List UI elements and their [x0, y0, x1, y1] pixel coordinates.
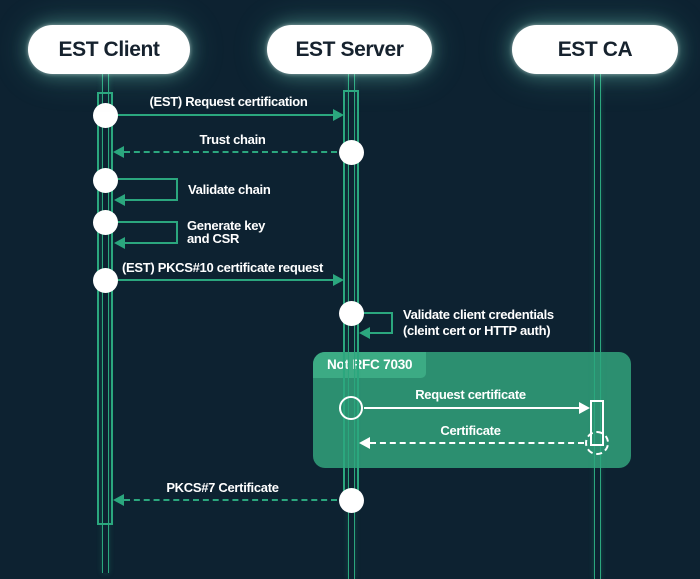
self-loop-generate-key — [117, 221, 178, 244]
message-label-validate-chain: Validate chain — [188, 182, 271, 197]
message-origin-dot — [93, 268, 118, 293]
arrowhead-left-icon — [113, 146, 124, 158]
lifeline-est-server — [348, 74, 355, 579]
message-label-validate-credentials: Validate client credentials (cleint cert… — [403, 307, 554, 339]
message-label-line1: Generate key — [187, 218, 266, 233]
message-label-line2: and CSR — [187, 231, 240, 246]
message-origin-dot — [339, 488, 364, 513]
arrowhead-left-icon — [359, 437, 370, 449]
message-origin-dot — [93, 168, 118, 193]
arrowhead-left-icon — [114, 194, 125, 206]
message-line-pkcs10-request — [117, 279, 333, 281]
message-label-request-certificate: Request certificate — [415, 387, 526, 402]
message-origin-dot — [339, 301, 364, 326]
message-origin-ring — [339, 396, 363, 420]
actor-label: EST CA — [557, 37, 633, 61]
actor-pill-est-client: EST Client — [28, 25, 190, 74]
message-label-trust-chain: Trust chain — [199, 132, 266, 147]
actor-pill-est-server: EST Server — [267, 25, 432, 74]
actor-pill-est-ca: EST CA — [512, 25, 678, 74]
arrowhead-left-icon — [114, 237, 125, 249]
arrowhead-right-icon — [333, 274, 344, 286]
arrowhead-right-icon — [333, 109, 344, 121]
message-label-generate-key: Generate key and CSR — [187, 219, 265, 245]
message-label-line2: (cleint cert or HTTP auth) — [403, 323, 551, 338]
arrowhead-left-icon — [359, 327, 370, 339]
message-line-request-certification — [117, 114, 333, 116]
message-origin-dot — [93, 210, 118, 235]
fragment-tab: Not RFC 7030 — [313, 352, 427, 378]
arrowhead-right-icon — [579, 402, 590, 414]
message-label-pkcs10-request: (EST) PKCS#10 certificate request — [121, 260, 324, 275]
arrowhead-left-icon — [113, 494, 124, 506]
message-line-trust-chain — [124, 151, 337, 153]
message-origin-dot — [339, 140, 364, 165]
message-label-pkcs7-certificate: PKCS#7 Certificate — [166, 480, 279, 495]
self-loop-validate-chain — [117, 178, 178, 201]
message-line-pkcs7-certificate — [124, 499, 337, 501]
self-loop-validate-credentials — [363, 312, 393, 334]
actor-label: EST Server — [295, 37, 404, 61]
message-line-request-certificate — [364, 407, 579, 409]
message-label-certificate: Certificate — [440, 423, 501, 438]
message-label-request-certification: (EST) Request certification — [149, 94, 308, 109]
message-label-line1: Validate client credentials — [403, 307, 554, 322]
lifeline-est-ca — [594, 74, 601, 579]
message-line-certificate — [370, 442, 584, 444]
activation-bar-est-client — [97, 92, 113, 525]
message-origin-dot — [93, 103, 118, 128]
message-origin-dashed-ring — [585, 431, 609, 455]
actor-label: EST Client — [58, 37, 160, 61]
fragment-label: Not RFC 7030 — [327, 357, 413, 372]
lifeline-est-client — [102, 74, 109, 573]
